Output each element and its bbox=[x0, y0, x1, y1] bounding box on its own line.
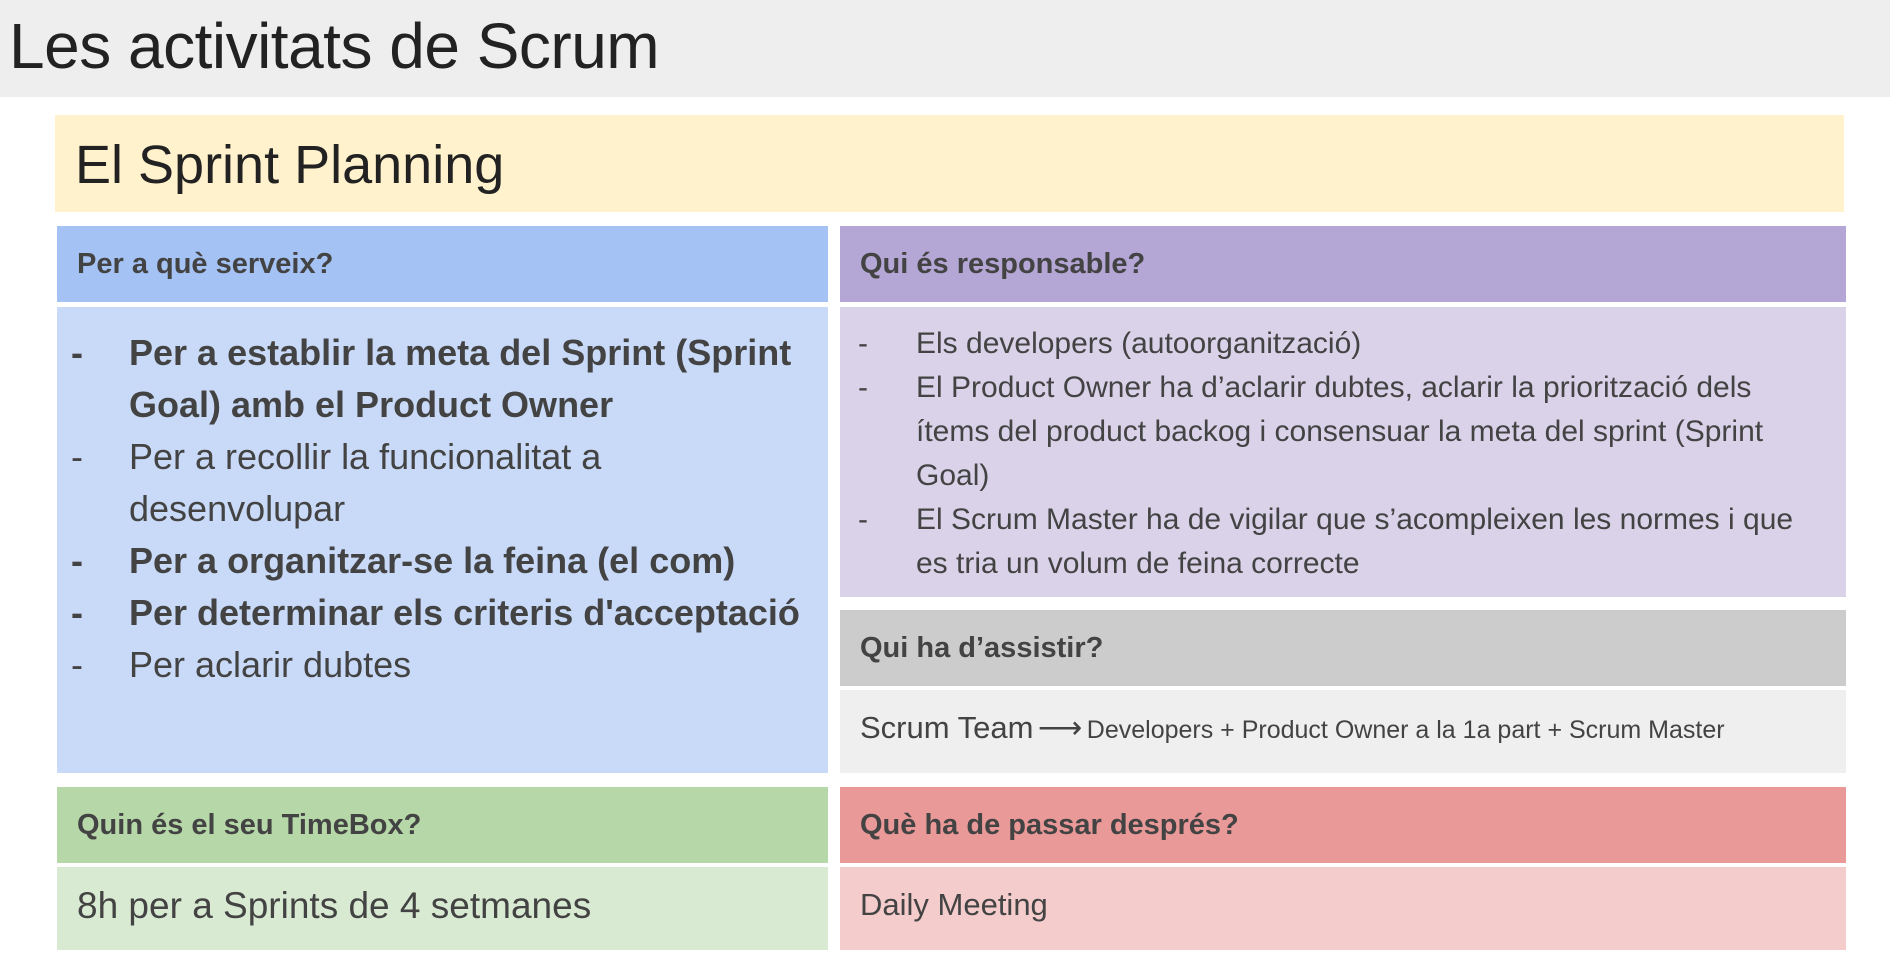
responsible-heading: Qui és responsable? bbox=[860, 247, 1146, 280]
timebox-text: 8h per a Sprints de 4 setmanes bbox=[77, 885, 592, 926]
list-item: - Per a organitzar-se la feina (el com) bbox=[71, 535, 811, 587]
list-item-text: Per a recollir la funcionalitat a desenv… bbox=[129, 436, 602, 529]
list-dash: - bbox=[71, 592, 83, 633]
section-title: El Sprint Planning bbox=[75, 135, 505, 195]
list-item: - Per a recollir la funcionalitat a dese… bbox=[71, 431, 811, 535]
list-item-text: Per a establir la meta del Sprint (Sprin… bbox=[129, 332, 792, 425]
list-dash: - bbox=[71, 436, 83, 477]
list-item-text: Per determinar els criteris d'acceptació bbox=[129, 592, 800, 633]
attendance-heading-box: Qui ha d’assistir? bbox=[840, 610, 1846, 686]
responsible-list: - Els developers (autoorganització) - El… bbox=[858, 322, 1828, 586]
list-item-text: Per aclarir dubtes bbox=[129, 644, 412, 685]
section-title-bar: El Sprint Planning bbox=[55, 115, 1844, 212]
timebox-body: 8h per a Sprints de 4 setmanes bbox=[57, 867, 828, 950]
list-dash: - bbox=[71, 540, 83, 581]
purpose-body: - Per a establir la meta del Sprint (Spr… bbox=[57, 307, 828, 773]
list-item: - Per determinar els criteris d'acceptac… bbox=[71, 587, 811, 639]
purpose-heading-box: Per a què serveix? bbox=[57, 226, 828, 302]
list-item-text: El Scrum Master ha de vigilar que s’acom… bbox=[916, 503, 1794, 580]
title-bar: Les activitats de Scrum bbox=[0, 0, 1890, 97]
list-dash: - bbox=[858, 371, 868, 404]
list-item: - Per aclarir dubtes bbox=[71, 639, 811, 691]
arrow-icon: ⟶ bbox=[1037, 710, 1083, 745]
purpose-heading: Per a què serveix? bbox=[77, 247, 334, 280]
list-item-text: Per a organitzar-se la feina (el com) bbox=[129, 540, 736, 581]
list-dash: - bbox=[71, 644, 83, 685]
list-item: - El Scrum Master ha de vigilar que s’ac… bbox=[858, 498, 1828, 586]
responsible-body: - Els developers (autoorganització) - El… bbox=[840, 307, 1846, 597]
purpose-list: - Per a establir la meta del Sprint (Spr… bbox=[71, 327, 811, 691]
list-item-text: Els developers (autoorganització) bbox=[916, 327, 1362, 360]
attendance-detail: Developers + Product Owner a la 1a part … bbox=[1086, 716, 1725, 744]
attendance-text: Scrum Team ⟶ Developers + Product Owner … bbox=[860, 710, 1725, 746]
attendance-main: Scrum Team bbox=[860, 710, 1034, 745]
attendance-heading: Qui ha d’assistir? bbox=[860, 631, 1104, 664]
list-item: - El Product Owner ha d’aclarir dubtes, … bbox=[858, 366, 1828, 498]
list-item-text: El Product Owner ha d’aclarir dubtes, ac… bbox=[916, 371, 1764, 492]
responsible-heading-box: Qui és responsable? bbox=[840, 226, 1846, 302]
next-body: Daily Meeting bbox=[840, 867, 1846, 950]
list-dash: - bbox=[858, 503, 868, 536]
next-text: Daily Meeting bbox=[860, 887, 1048, 922]
list-item: - Per a establir la meta del Sprint (Spr… bbox=[71, 327, 811, 431]
list-dash: - bbox=[71, 332, 83, 373]
list-dash: - bbox=[858, 327, 868, 360]
timebox-heading-box: Quin és el seu TimeBox? bbox=[57, 787, 828, 863]
next-heading-box: Què ha de passar després? bbox=[840, 787, 1846, 863]
page-title: Les activitats de Scrum bbox=[9, 10, 660, 82]
list-item: - Els developers (autoorganització) bbox=[858, 322, 1828, 366]
timebox-heading: Quin és el seu TimeBox? bbox=[77, 808, 422, 841]
next-heading: Què ha de passar després? bbox=[860, 808, 1239, 841]
attendance-body: Scrum Team ⟶ Developers + Product Owner … bbox=[840, 690, 1846, 773]
